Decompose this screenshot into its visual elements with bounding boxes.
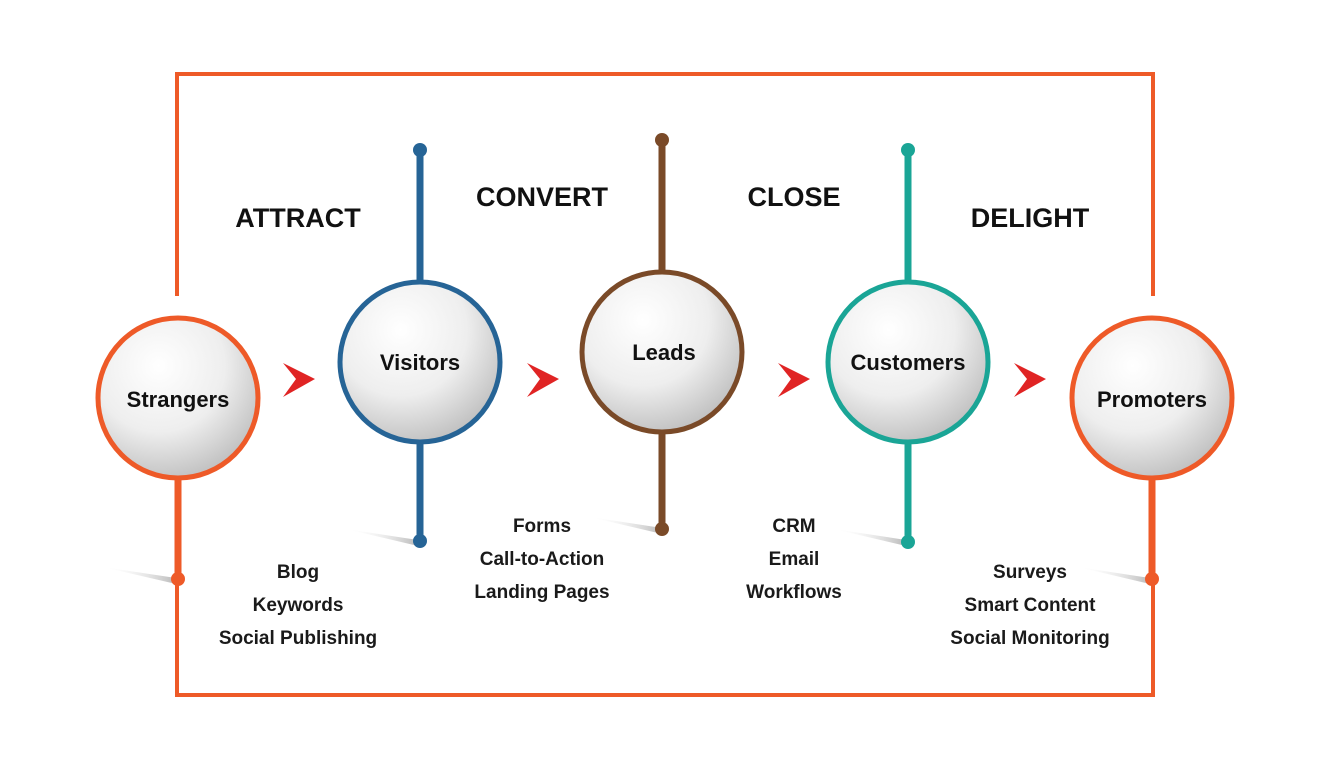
node-label-promoters: Promoters xyxy=(1097,387,1207,412)
connector-dot xyxy=(413,534,427,548)
stage-label-close: CLOSE xyxy=(747,182,840,212)
node-promoters: Promoters xyxy=(1069,315,1235,586)
connector-dot xyxy=(655,522,669,536)
tool-list-attract: Blog Keywords Social Publishing xyxy=(219,562,377,649)
node-ring xyxy=(337,279,503,445)
node-strangers: Strangers xyxy=(95,315,261,586)
node-ring xyxy=(825,279,991,445)
chevron-right-icon xyxy=(778,363,810,397)
tool-item: Smart Content xyxy=(965,595,1097,616)
tool-item: Blog xyxy=(277,562,319,583)
node-customers: Customers xyxy=(825,143,991,549)
node-label-visitors: Visitors xyxy=(380,350,460,375)
tool-item: Surveys xyxy=(993,562,1067,583)
stage-label-convert: CONVERT xyxy=(476,182,609,212)
node-label-customers: Customers xyxy=(851,350,966,375)
connector-dot xyxy=(901,535,915,549)
tool-item: Social Monitoring xyxy=(950,628,1109,649)
node-ring xyxy=(95,315,261,481)
tool-item: Email xyxy=(769,549,820,570)
stage-label-attract: ATTRACT xyxy=(235,203,361,233)
node-ring xyxy=(1069,315,1235,481)
node-ring xyxy=(579,269,745,435)
node-label-strangers: Strangers xyxy=(127,387,230,412)
chevron-right-icon xyxy=(1014,363,1046,397)
tool-item: Keywords xyxy=(253,595,344,616)
tool-list-delight: Surveys Smart Content Social Monitoring xyxy=(950,562,1109,649)
stage-label-delight: DELIGHT xyxy=(971,203,1090,233)
chevron-right-icon xyxy=(283,363,315,397)
node-leads: Leads xyxy=(579,133,745,536)
node-label-leads: Leads xyxy=(632,340,696,365)
tool-item: Landing Pages xyxy=(474,582,609,603)
connector-dot-top xyxy=(655,133,669,147)
connector-dot xyxy=(1145,572,1159,586)
tool-item: Forms xyxy=(513,516,571,537)
tool-item: Workflows xyxy=(746,582,842,603)
tool-item: Social Publishing xyxy=(219,628,377,649)
connector-dot-top xyxy=(901,143,915,157)
tool-item: CRM xyxy=(772,516,815,537)
tool-list-convert: Forms Call-to-Action Landing Pages xyxy=(474,516,609,603)
node-visitors: Visitors xyxy=(337,143,503,548)
chevron-right-icon xyxy=(527,363,559,397)
tool-item: Call-to-Action xyxy=(480,549,605,570)
connector-dot-top xyxy=(413,143,427,157)
tool-list-close: CRM Email Workflows xyxy=(746,516,842,603)
pin-shadows xyxy=(103,517,1150,584)
frame-line xyxy=(175,72,1155,697)
connector-dot xyxy=(171,572,185,586)
